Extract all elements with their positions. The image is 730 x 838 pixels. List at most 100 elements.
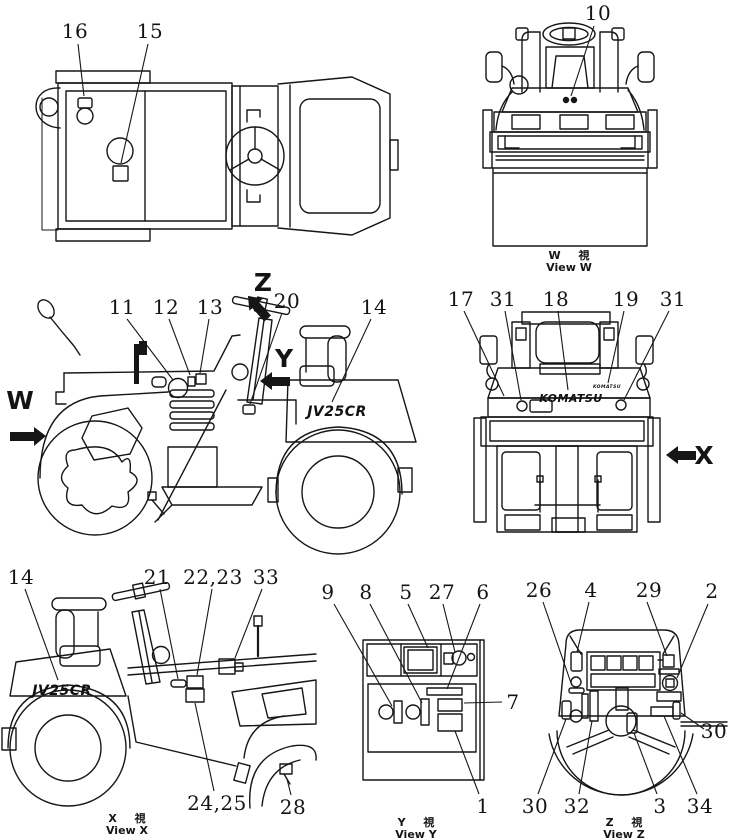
decal-32-target [589, 690, 599, 722]
rear-drum [275, 429, 401, 555]
console-body [558, 629, 686, 717]
caption-view-z-en: View Z [603, 828, 645, 838]
decal-27-target [451, 650, 467, 666]
callout-5: 5 [399, 580, 413, 604]
leader-line [633, 732, 658, 795]
decal-3-target [626, 712, 638, 734]
callout-2: 2 [705, 579, 719, 603]
callout-13: 13 [196, 295, 224, 319]
rear-hood [285, 379, 417, 443]
model-decal-side-left: JV25CR [304, 404, 367, 420]
leader-line [196, 588, 213, 676]
callout-31: 31 [659, 287, 687, 311]
decal-16-target [77, 97, 93, 109]
direction-letter-x: X [694, 441, 713, 470]
callout-30: 30 [700, 719, 728, 743]
callout-19: 19 [612, 287, 640, 311]
callout-9: 9 [321, 580, 335, 604]
leader-line [333, 603, 393, 707]
steering-wheel-rim [548, 733, 694, 796]
decal-22-23-target [186, 675, 204, 689]
leader-line [446, 603, 481, 690]
callout-17: 17 [447, 287, 475, 311]
leader-line [24, 588, 59, 681]
leader-line [199, 318, 210, 374]
direction-letter-z: Z [254, 268, 272, 297]
leader-line [680, 712, 705, 730]
callout-15: 15 [136, 19, 164, 43]
tow-hook [35, 87, 61, 129]
decal-30-right-target [672, 701, 681, 720]
callout-3: 3 [653, 794, 667, 818]
steering-column [131, 609, 161, 685]
decal-7-target [437, 698, 463, 712]
decal-34-target [650, 706, 674, 717]
decal-31-right-target [615, 399, 627, 411]
callout-24-25: 24,25 [187, 791, 247, 815]
callout-29: 29 [635, 578, 663, 602]
model-decal-side-x: JV25CR [29, 683, 92, 699]
leader-line [120, 43, 149, 164]
caption-view-z-jp: Z 視 [605, 816, 643, 829]
leader-line [557, 310, 569, 391]
callout-30: 30 [521, 794, 549, 818]
rear-drum [496, 445, 638, 533]
leader-line [331, 318, 372, 403]
front-drum [492, 167, 648, 247]
callout-20: 20 [273, 289, 301, 313]
decal-13-target [195, 373, 207, 385]
callout-32: 32 [563, 794, 591, 818]
decal-9-target [393, 700, 403, 724]
decal-21-target [170, 679, 187, 688]
mirror-icon [37, 299, 55, 319]
caption-view-w-en: View W [546, 261, 592, 274]
decal-12-target [187, 376, 196, 387]
steering-column [246, 317, 273, 405]
caption-view-x-jp: X 視 [108, 812, 146, 825]
front-drum [9, 689, 127, 807]
leader-line [369, 603, 423, 704]
right-mirror [637, 51, 655, 83]
arrow-y-icon [260, 372, 290, 390]
callout-34: 34 [686, 794, 714, 818]
lever-flag [134, 344, 139, 384]
decal-24-25-target [185, 688, 205, 703]
leader-line [542, 601, 572, 684]
decal-8-target [420, 698, 430, 726]
leader-line [463, 701, 503, 704]
decal-15-target [106, 137, 134, 165]
leader-line [570, 25, 595, 97]
callout-22-23: 22,23 [183, 565, 243, 589]
caption-view-y-jp: Y 視 [397, 816, 435, 829]
decal-29-target [662, 654, 675, 668]
leader-line [234, 588, 263, 659]
decal-26-target [570, 676, 582, 688]
leader-line [168, 318, 191, 376]
decal-1-target [437, 713, 463, 732]
view-side-left [37, 295, 417, 555]
seat [299, 325, 351, 339]
callout-21: 21 [143, 565, 171, 589]
caption-view-y-en: View Y [395, 828, 437, 838]
callout-33: 33 [252, 565, 280, 589]
leader-line [537, 718, 567, 795]
callout-27: 27 [428, 580, 456, 604]
leader-line [663, 715, 698, 795]
leader-line [77, 43, 85, 97]
seat [51, 597, 107, 611]
view-top-plan [35, 70, 399, 242]
view-console-z [548, 629, 728, 796]
callout-26: 26 [525, 578, 553, 602]
brand-decal-small: KOMATSU [593, 384, 621, 390]
decal-6-target [426, 687, 463, 696]
view-side-x [1, 581, 317, 809]
direction-letter-w: W [6, 386, 34, 415]
caption-view-x: X 視 View X [106, 813, 148, 837]
arrow-w-icon [10, 427, 46, 446]
leader-line [286, 778, 292, 796]
rops-handle [535, 321, 600, 364]
decal-2-target [661, 674, 679, 692]
callout-4: 4 [584, 578, 598, 602]
caption-view-w-jp: W 視 [548, 249, 590, 262]
